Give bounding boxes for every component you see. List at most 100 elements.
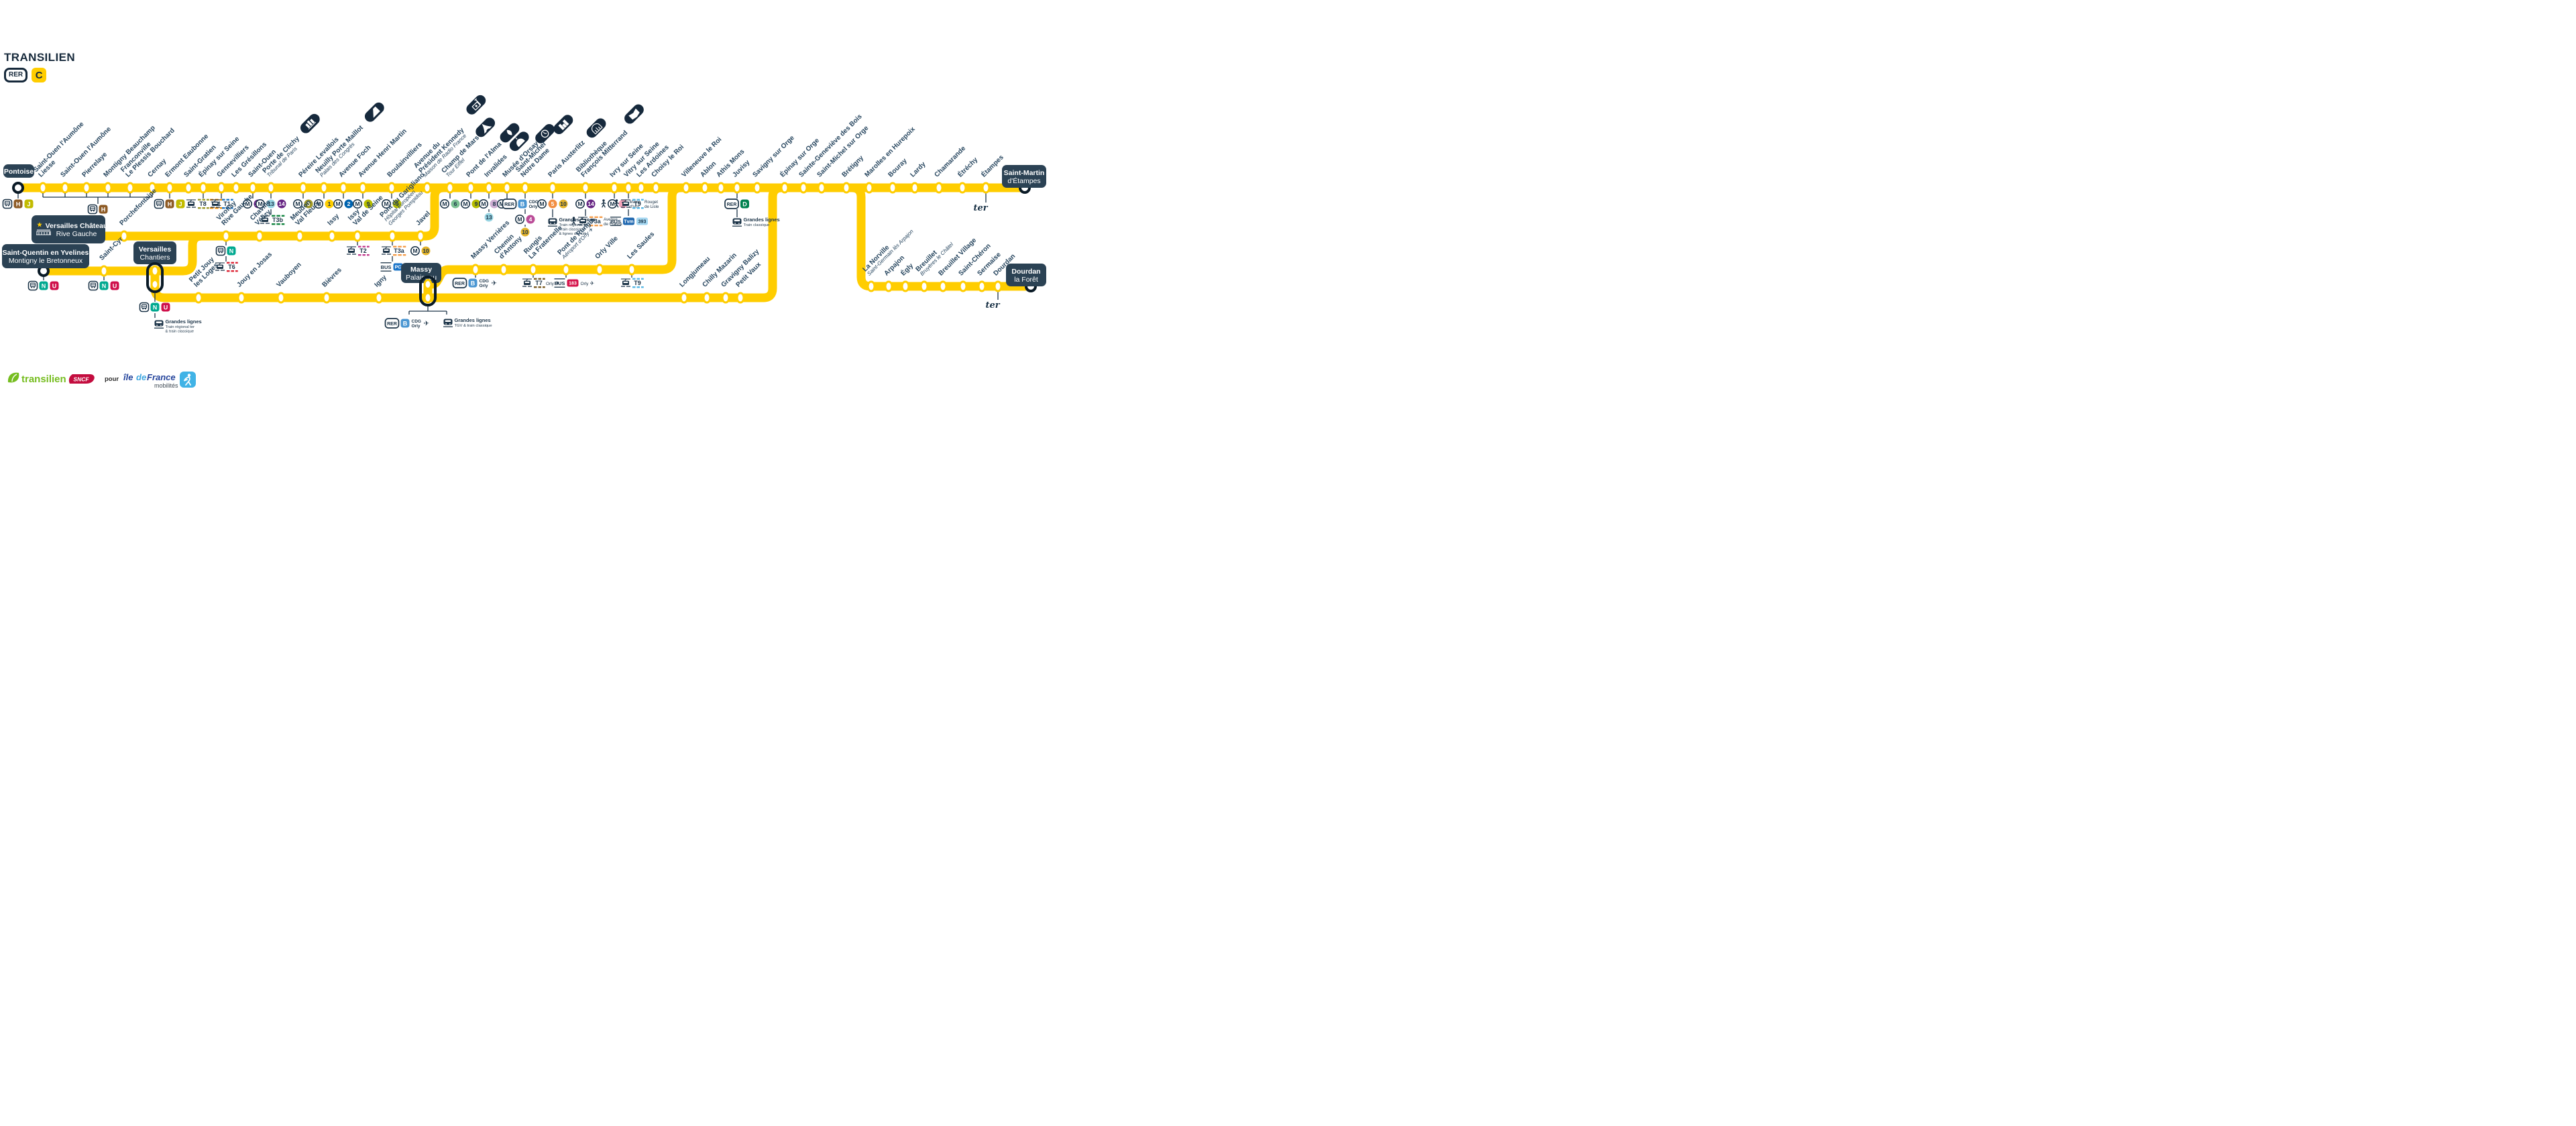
station-dot-les-gresillons xyxy=(231,182,241,194)
bus-line-PC-badge xyxy=(393,263,403,271)
station-label-bouray: Bouray xyxy=(887,157,909,178)
station-dot-champ-de-mars xyxy=(445,182,455,194)
metro-line-10-badge xyxy=(520,227,530,237)
label-text: d'Étampes xyxy=(1007,176,1040,185)
bibliotheque-icon xyxy=(628,108,640,120)
station-dot-sermaise xyxy=(977,280,987,292)
label-text: Issy xyxy=(327,213,341,227)
metro-icon xyxy=(243,199,252,209)
station-label-lardy: Lardy xyxy=(909,160,928,178)
station-dot-ermont-eaubonne xyxy=(165,182,174,194)
station-label-vauboyen: Vauboyen xyxy=(276,261,303,288)
station-dot-saint-ouen xyxy=(248,182,258,194)
rer-icon xyxy=(452,278,467,288)
metro-line-13-badge xyxy=(484,213,494,222)
transilien-train-icon xyxy=(88,280,99,291)
label-text: BUS xyxy=(555,280,565,286)
label-text: PC xyxy=(395,266,402,270)
station-dot-avenue-foch xyxy=(339,182,348,194)
landmark-pill-congress xyxy=(364,102,384,122)
station-label-les-saules: Les Saules xyxy=(626,231,657,261)
pedestrian-icon xyxy=(615,199,618,202)
label-text: Massy xyxy=(410,266,432,274)
transilien-train-icon xyxy=(215,245,226,256)
bus-line-393-badge xyxy=(636,217,648,225)
line-D-badge xyxy=(740,199,749,209)
pour-label: pour xyxy=(105,376,119,383)
transilien-train-icon xyxy=(27,280,38,291)
label-text: Saint-Martin xyxy=(1004,169,1045,177)
connections-viroflay-rive-gauche: T6 xyxy=(215,262,238,272)
label-text: M xyxy=(517,216,522,223)
rer-icon xyxy=(384,318,400,329)
connections-viroflay-rive-gauche: N xyxy=(215,245,236,256)
label-text: 183 xyxy=(569,282,577,286)
label-text: RER xyxy=(387,322,397,327)
metro-icon xyxy=(479,199,488,209)
pedestrian-icon xyxy=(602,199,605,202)
station-dot-saint-ouen-l-aumone xyxy=(60,182,70,194)
connections-invalides: 13 xyxy=(484,213,494,222)
label-text: Orly Ville xyxy=(594,235,620,261)
line-B-badge xyxy=(400,319,410,328)
metro-icon xyxy=(575,199,585,209)
label-text: N xyxy=(102,282,107,289)
label-text: M xyxy=(258,201,262,207)
station-dot-paris-austerlitz xyxy=(548,182,557,194)
tour-eiffel-icon xyxy=(482,123,492,134)
connections-les-saules: T9 xyxy=(621,278,644,288)
tram-line-T3a-badge: T3a xyxy=(590,218,602,225)
metro-icon xyxy=(314,199,323,209)
station-etampes: Étampes xyxy=(979,153,1005,203)
tram-line-T8-badge: T8 xyxy=(199,201,207,207)
label-text: Train régional ter xyxy=(559,223,589,227)
rer-network-badge: RER xyxy=(4,68,28,82)
label-text: 393 xyxy=(638,220,647,225)
station-dot-villeneuve-le-roi xyxy=(681,182,691,194)
massy-palaiseau-capsule xyxy=(419,276,437,306)
station-dot-petit-vaux xyxy=(736,292,745,304)
station-dot-massy-verrieres xyxy=(471,264,480,276)
label-text: M xyxy=(442,201,447,207)
station-label-jouy-en-josas: Jouy en Josas xyxy=(236,251,274,289)
label-text: Montigny le Bretonneux xyxy=(9,257,83,265)
bus-line-Tvm-badge xyxy=(623,217,634,225)
station-label-bretigny: Brétigny xyxy=(841,154,866,179)
line-N-badge xyxy=(150,302,160,312)
metro-line-1-badge xyxy=(325,199,334,209)
musee-d-orsay-clock-icon xyxy=(541,129,549,138)
rer-icon xyxy=(724,199,739,209)
label-text: 2 xyxy=(347,201,351,207)
station-dot-avenue-du-president-kennedy xyxy=(423,182,432,194)
metro-icon xyxy=(353,199,362,209)
station-dot-lardy xyxy=(910,182,919,194)
metro-icon xyxy=(515,215,524,224)
tram-line-T3b-badge: T3b xyxy=(272,217,284,223)
line-c-badge: C xyxy=(32,68,47,82)
label-text: Brétigny xyxy=(841,154,866,179)
versailles-chantiers-capsule xyxy=(146,262,164,293)
station-dot-porte-de-clichy xyxy=(266,182,276,194)
label-text: M xyxy=(499,201,504,207)
station-dot-chamarande xyxy=(934,182,944,194)
transilien-sncf-logo: transilien xyxy=(7,372,66,385)
transilien-train-icon xyxy=(154,199,164,209)
label-text: 10 xyxy=(522,229,528,235)
label-text: B xyxy=(403,320,408,327)
label-text: Javel xyxy=(415,210,433,227)
sncf-logo: SNCF xyxy=(68,374,95,384)
